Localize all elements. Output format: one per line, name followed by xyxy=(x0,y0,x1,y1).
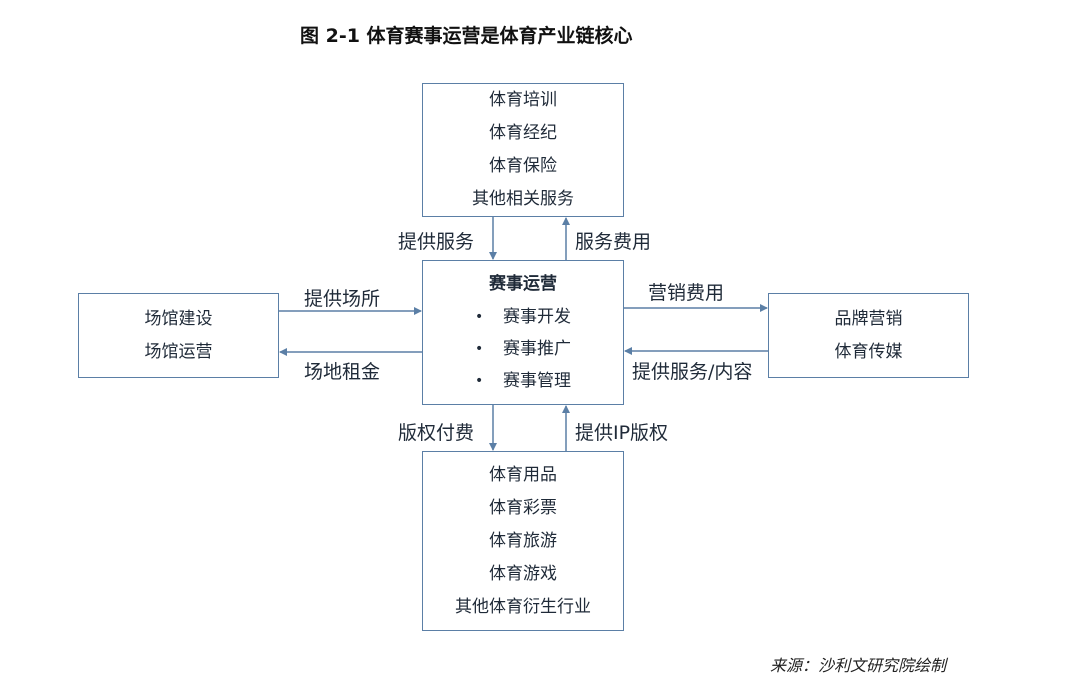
bottom-box-line: 体育用品 xyxy=(489,464,557,485)
edge-label-center-to-top: 服务费用 xyxy=(575,231,652,253)
edge-label-center-to-left: 场地租金 xyxy=(304,361,381,383)
figure-title: 图 2-1 体育赛事运营是体育产业链核心 xyxy=(300,25,633,47)
center-box-title: 赛事运营 xyxy=(489,274,557,294)
edge-label-bottom-to-center: 提供IP版权 xyxy=(575,422,669,444)
edge-label-center-to-bottom: 版权付费 xyxy=(398,422,475,444)
center-bullet-item: • 赛事管理 xyxy=(475,365,571,397)
edge-label-center-to-right: 营销费用 xyxy=(648,282,725,304)
bottom-derivatives-box: 体育用品 体育彩票 体育旅游 体育游戏 其他体育衍生行业 xyxy=(422,451,624,631)
bullet-icon: • xyxy=(475,341,484,357)
right-marketing-box: 品牌营销 体育传媒 xyxy=(768,293,969,378)
source-note: 来源：沙利文研究院绘制 xyxy=(769,656,946,675)
right-box-line: 品牌营销 xyxy=(834,308,903,329)
left-box-line: 场馆运营 xyxy=(144,341,213,362)
top-box-line: 其他相关服务 xyxy=(472,189,574,209)
edge-label-left-to-center: 提供场所 xyxy=(304,288,381,310)
left-box-line: 场馆建设 xyxy=(144,308,213,329)
top-services-box: 体育培训 体育经纪 体育保险 其他相关服务 xyxy=(422,83,624,217)
bullet-icon: • xyxy=(475,309,484,325)
center-bullet-item: • 赛事推广 xyxy=(475,333,571,365)
edge-label-top-to-center: 提供服务 xyxy=(398,231,475,253)
bottom-box-line: 体育游戏 xyxy=(489,563,557,584)
left-venue-box: 场馆建设 场馆运营 xyxy=(78,293,279,378)
top-box-line: 体育保险 xyxy=(489,156,557,176)
center-bullet-item: • 赛事开发 xyxy=(475,301,571,333)
bullet-icon: • xyxy=(475,373,484,389)
top-box-line: 体育培训 xyxy=(489,90,557,110)
center-bullet-text: 赛事开发 xyxy=(503,307,571,327)
center-bullet-text: 赛事管理 xyxy=(503,371,571,391)
center-bullet-text: 赛事推广 xyxy=(503,339,571,359)
top-box-line: 体育经纪 xyxy=(489,123,557,143)
bottom-box-line: 其他体育衍生行业 xyxy=(455,596,591,617)
center-event-operation-box: 赛事运营 • 赛事开发 • 赛事推广 • 赛事管理 xyxy=(422,260,624,405)
edge-label-right-to-center: 提供服务/内容 xyxy=(632,361,753,383)
right-box-line: 体育传媒 xyxy=(834,341,903,362)
bottom-box-line: 体育旅游 xyxy=(489,530,557,551)
bottom-box-line: 体育彩票 xyxy=(489,497,557,518)
